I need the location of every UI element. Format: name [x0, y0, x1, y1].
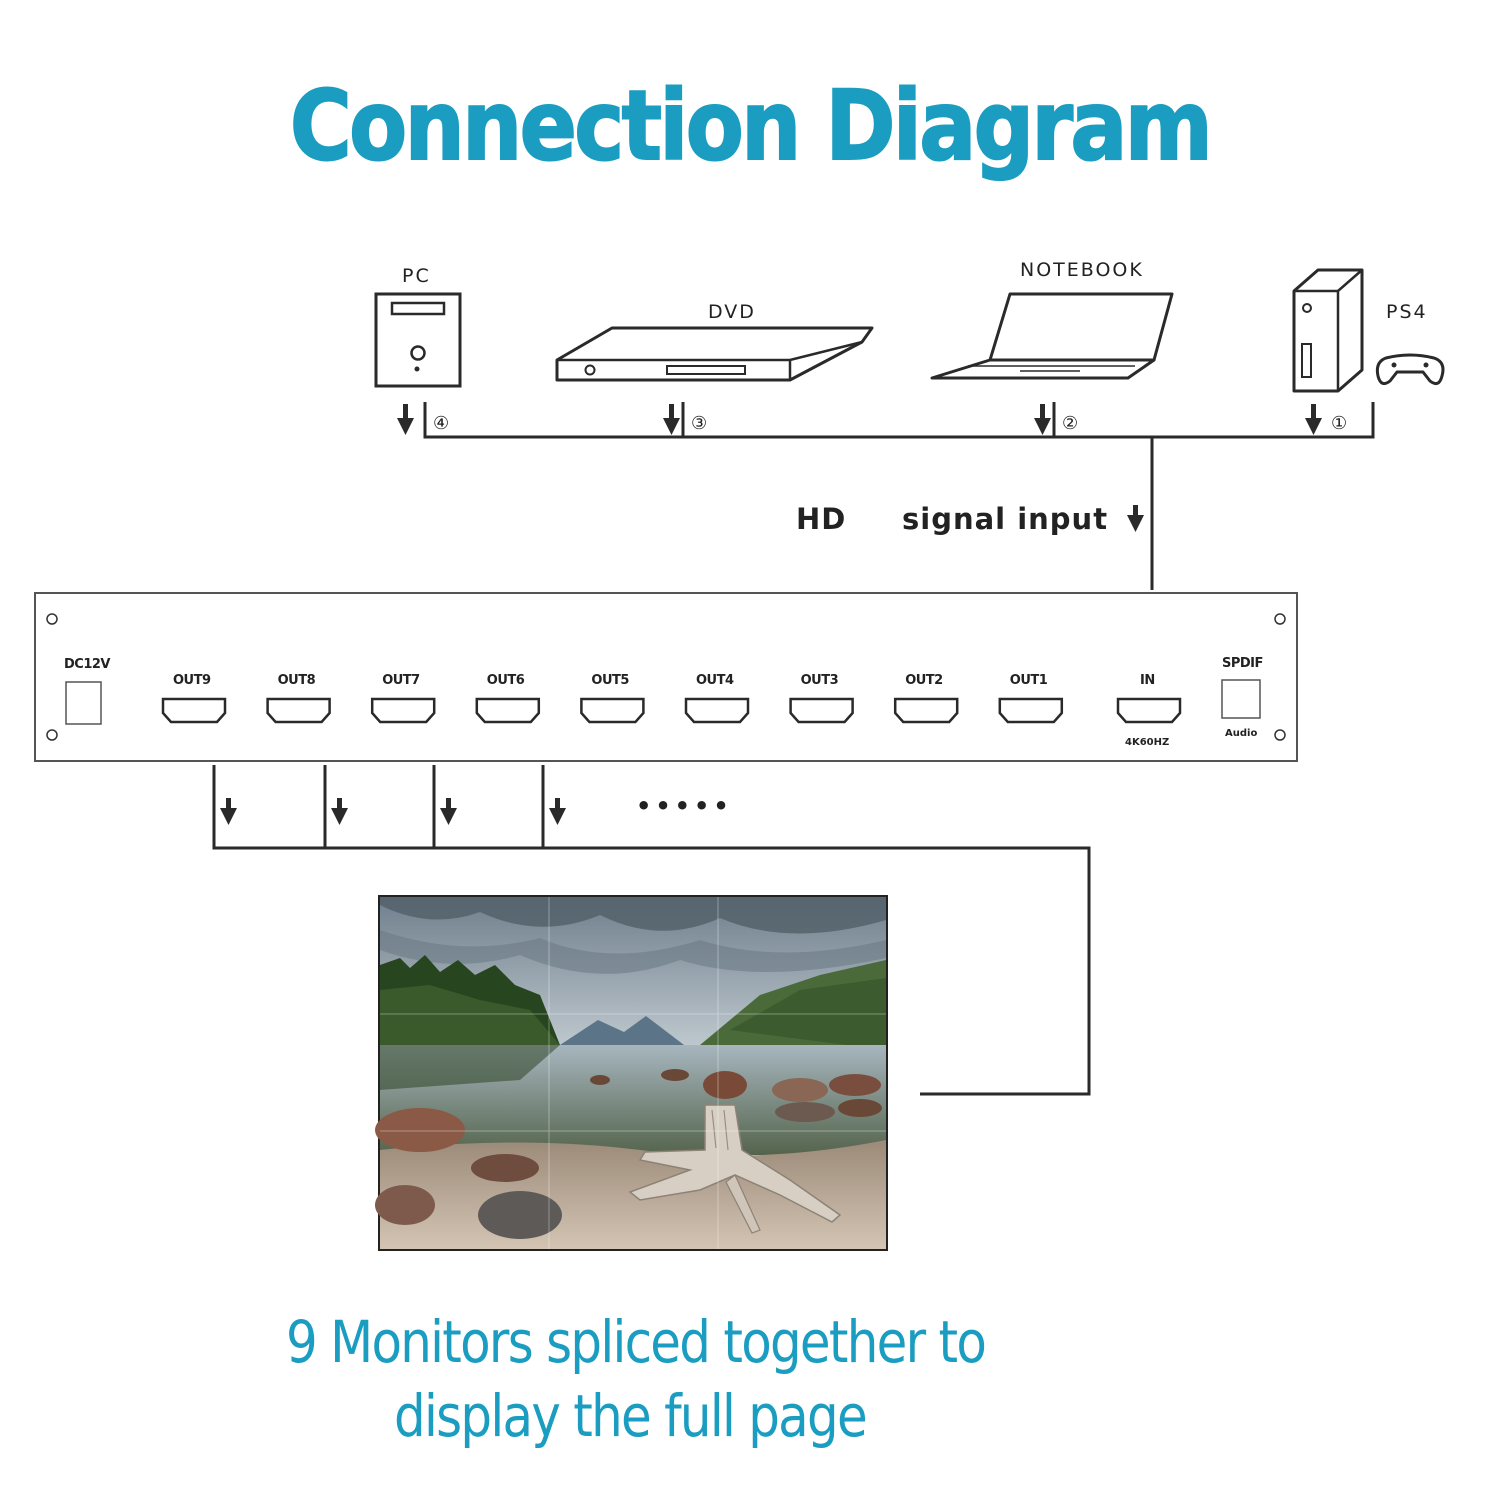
output-port-label: OUT3: [801, 673, 839, 688]
output-bus: [212, 765, 1091, 1096]
output-arrows: [220, 798, 566, 825]
landscape-picture: [375, 897, 886, 1249]
console-icon: [1292, 268, 1364, 393]
screw-hole: [46, 729, 58, 741]
down-arrow-icon: [397, 404, 414, 435]
output-port-label: OUT4: [696, 673, 734, 688]
pc-label: PC: [402, 265, 431, 287]
hdmi-input-port: [1116, 697, 1182, 724]
down-arrow-icon: [1305, 404, 1322, 435]
input-number-1: ①: [1331, 413, 1347, 434]
dvd-label: DVD: [708, 301, 756, 323]
pc-tower-icon: [374, 292, 462, 388]
splitter-panel: DC12V SPDIF Audio IN 4K60HZ OUT9 OUT8 OUT7…: [34, 592, 1298, 762]
audio-label: Audio: [1225, 728, 1257, 739]
ps4-label: PS4: [1386, 301, 1428, 323]
down-arrow-icon: [220, 798, 237, 825]
input-arrows: [397, 404, 1322, 435]
hdmi-output-port: [475, 697, 541, 724]
input-number-3: ③: [691, 413, 707, 434]
input-bus: [423, 402, 1375, 590]
video-wall: [375, 895, 888, 1251]
power-label: DC12V: [64, 657, 110, 672]
screw-hole: [1274, 613, 1286, 625]
down-arrow-icon: [663, 404, 680, 435]
down-arrow-icon: [549, 798, 566, 825]
notebook-device: NOTEBOOK: [930, 259, 1174, 380]
output-port-label: OUT6: [487, 673, 525, 688]
power-jack: [65, 681, 102, 725]
input-port-label: IN: [1140, 673, 1155, 688]
laptop-icon: [930, 292, 1174, 380]
more-outputs-ellipsis: •••••: [636, 792, 733, 820]
output-port-label: OUT7: [382, 673, 420, 688]
down-arrow-icon: [331, 798, 348, 825]
caption-line-2: display the full page: [394, 1382, 868, 1450]
page-title: Connection Diagram: [289, 69, 1214, 183]
spdif-label: SPDIF: [1222, 656, 1263, 671]
notebook-label: NOTEBOOK: [1020, 259, 1144, 281]
hdmi-output-port: [893, 697, 959, 724]
hdmi-output-port: [161, 697, 227, 724]
output-ports: OUT9 OUT8 OUT7 OUT6 OUT5 OUT4 OUT3 OUT2 OUT1: [161, 673, 1064, 724]
hdmi-output-port: [580, 697, 645, 724]
ps4-device: PS4: [1292, 268, 1445, 393]
caption-line-1: 9 Monitors spliced together to: [286, 1308, 987, 1376]
dvd-device: DVD: [555, 301, 874, 382]
screw-hole: [1274, 729, 1286, 741]
output-port-label: OUT8: [278, 673, 316, 688]
screw-hole: [46, 613, 58, 625]
down-arrow-icon: [440, 798, 457, 825]
input-number-4: ④: [433, 413, 449, 434]
input-port-sublabel: 4K60HZ: [1125, 737, 1169, 748]
hdmi-output-port: [684, 697, 750, 724]
hdmi-output-port: [370, 697, 436, 724]
hdmi-output-port: [266, 697, 331, 724]
hdmi-output-port: [789, 697, 854, 724]
output-port-label: OUT9: [173, 673, 211, 688]
down-arrow-icon: [1127, 505, 1144, 532]
input-number-2: ②: [1062, 413, 1078, 434]
caption: 9 Monitors spliced together to display t…: [286, 1305, 987, 1453]
hdmi-output-port: [998, 697, 1064, 724]
pc-device: PC: [374, 265, 462, 388]
output-port-label: OUT1: [1010, 673, 1048, 688]
output-port-label: OUT2: [905, 673, 943, 688]
spdif-port: [1221, 679, 1261, 719]
dvd-player-icon: [555, 326, 874, 382]
output-port-label: OUT5: [591, 673, 629, 688]
gamepad-icon: [1375, 353, 1445, 386]
signal-input-label: signal input: [902, 502, 1108, 536]
signal-hd-label: HD: [796, 502, 846, 536]
down-arrow-icon: [1034, 404, 1051, 435]
